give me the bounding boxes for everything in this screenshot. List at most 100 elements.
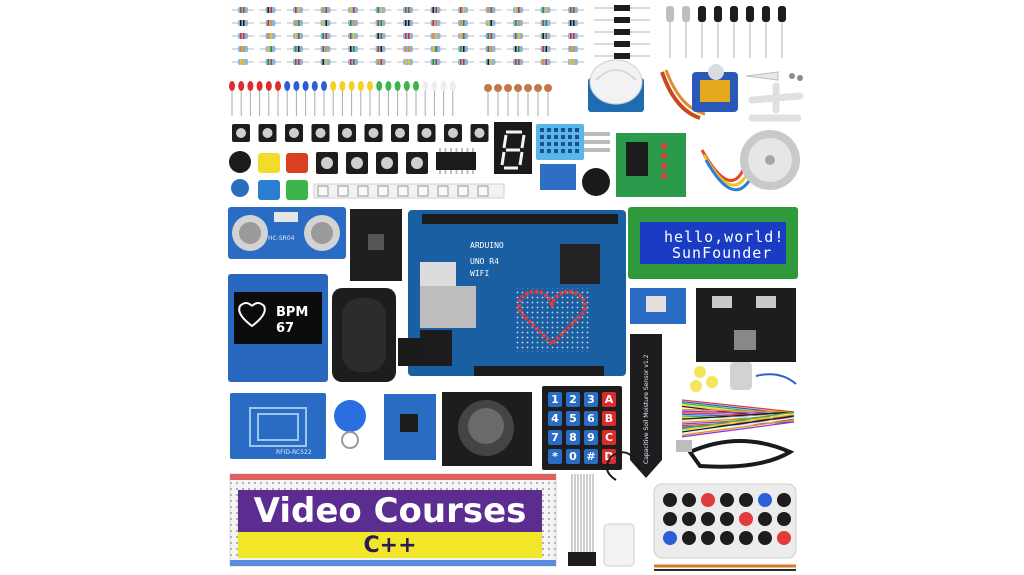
push-button-row-small — [316, 152, 428, 174]
keypad-key — [584, 411, 598, 426]
led — [422, 81, 429, 91]
rfid-label: RFID-RC522 — [276, 449, 312, 456]
led-row — [229, 81, 552, 116]
led — [284, 81, 291, 91]
small-sensor-module — [630, 288, 686, 324]
capacitor — [484, 84, 492, 92]
jumper-wire — [681, 411, 795, 430]
remote-button — [663, 493, 677, 507]
transistor — [746, 6, 754, 22]
led — [385, 81, 392, 91]
keypad-key-label: 2 — [569, 393, 577, 406]
led — [449, 81, 456, 91]
ribbon-cable — [568, 474, 596, 566]
rgb-led-strip — [313, 183, 505, 199]
strip-led — [357, 185, 369, 197]
banner-title: Video Courses — [254, 491, 527, 531]
led — [431, 81, 438, 91]
keypad-key — [548, 449, 562, 464]
keypad-key-label: D — [604, 450, 613, 463]
transistor — [762, 6, 770, 22]
transistor — [698, 6, 706, 22]
keypad-key — [566, 411, 580, 426]
capacitor — [544, 84, 552, 92]
joystick-module — [442, 392, 532, 466]
fan-and-motor — [690, 362, 797, 392]
dht11-sensor — [536, 124, 610, 160]
keypad-key-label: 7 — [551, 431, 559, 444]
remote-button — [701, 493, 715, 507]
led — [229, 81, 235, 91]
capacitor — [524, 84, 532, 92]
remote-button — [739, 512, 753, 526]
strip-led — [337, 185, 349, 197]
diode — [614, 29, 630, 35]
resistor-strips — [232, 7, 584, 65]
keypad-key-label: # — [586, 450, 595, 463]
remote-button — [777, 493, 791, 507]
soil-moisture-sensor: Capacitive Soil Moisture Sensor v1.2 — [630, 334, 662, 478]
diode — [614, 53, 630, 59]
capacitor — [514, 84, 522, 92]
pir-motion-sensor — [588, 59, 644, 112]
keypad-key — [602, 449, 616, 464]
lcd-line-2: SunFounder — [672, 244, 772, 262]
led — [275, 81, 281, 91]
strip-led — [397, 185, 409, 197]
strip-led — [477, 185, 489, 197]
strip-led — [457, 185, 469, 197]
oled-value: 67 — [276, 321, 294, 336]
remote-button — [758, 531, 772, 545]
jumper-wire — [681, 419, 795, 436]
diode — [614, 41, 630, 47]
led — [339, 81, 346, 91]
ic-chip — [436, 148, 476, 174]
remote-button — [701, 531, 715, 545]
led — [256, 81, 263, 91]
led — [247, 81, 254, 91]
keypad-key-label: 0 — [569, 450, 577, 463]
keypad-key-label: A — [605, 393, 614, 406]
led — [394, 81, 401, 91]
sensor-module-black — [350, 209, 402, 281]
remote-button — [720, 531, 734, 545]
transistor-group — [666, 6, 786, 58]
led — [302, 81, 309, 91]
keypad-key-label: * — [552, 450, 558, 463]
servo-horns — [745, 71, 804, 122]
remote-button — [777, 512, 791, 526]
led — [330, 81, 337, 91]
remote-button — [758, 512, 772, 526]
keypad-key-label: 4 — [551, 412, 559, 425]
keypad-key-label: B — [605, 412, 613, 425]
remote-button — [739, 493, 753, 507]
button-caps — [258, 153, 308, 200]
led — [293, 81, 300, 91]
ultrasonic-sensor: HC-SR04 — [228, 207, 346, 259]
banner-subtitle: C++ — [363, 533, 416, 558]
strip-led — [417, 185, 429, 197]
keypad-key-label: 9 — [587, 431, 595, 444]
remote-button — [720, 493, 734, 507]
transistor — [778, 6, 786, 22]
remote-button — [720, 512, 734, 526]
keypad-key-label: 1 — [551, 393, 559, 406]
water-pump — [603, 451, 641, 567]
strip-led — [437, 185, 449, 197]
led — [357, 81, 364, 91]
video-courses-banner: Video Courses C++ — [238, 490, 542, 558]
keypad-key — [584, 449, 598, 464]
gyro-module — [384, 394, 436, 460]
keypad-key — [602, 392, 616, 407]
transistor — [730, 6, 738, 22]
ultrasonic-label: HC-SR04 — [268, 235, 295, 242]
remote-button — [758, 493, 772, 507]
lcd1602-display: hello,world! SunFounder — [628, 207, 798, 279]
remote-button — [663, 512, 677, 526]
transistor — [666, 6, 674, 22]
jumper-wire — [681, 413, 795, 432]
seven-segment-display — [494, 122, 532, 174]
